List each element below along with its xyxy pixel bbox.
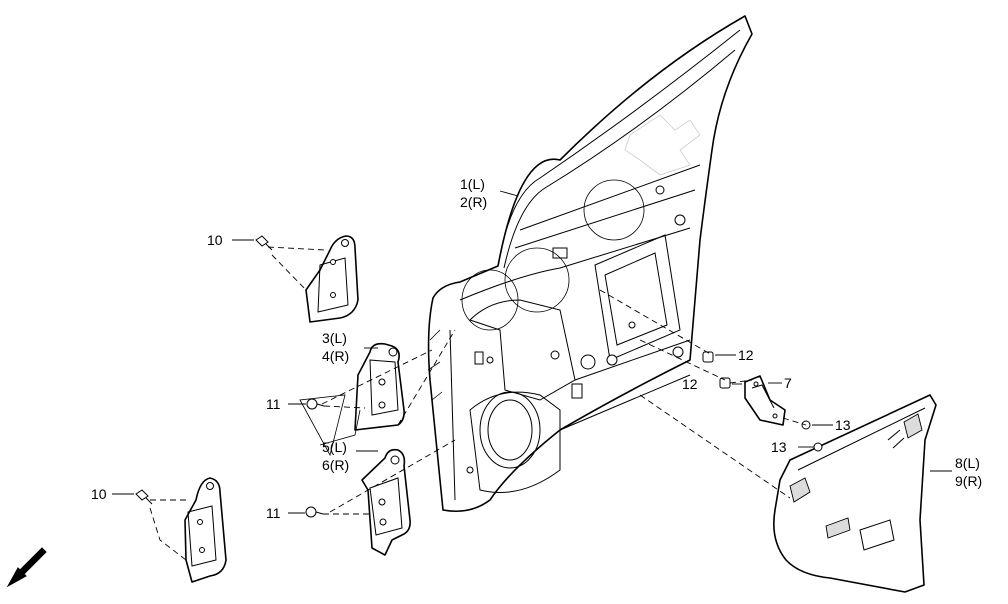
bolt-10-upper: [255, 235, 273, 251]
callout-12-lower: 12: [682, 376, 698, 392]
leader-lines: [112, 190, 952, 514]
bolt-10-lower: [135, 489, 153, 505]
callout-3L: 3(L): [322, 330, 347, 346]
callout-10-lower: 10: [91, 486, 107, 502]
callout-13-lower: 13: [771, 439, 787, 455]
bolt-11-upper: [306, 398, 325, 410]
callout-labels: 10 10 11 11 3(L) 4(R) 5(L) 6(R) 1(L) 2(R…: [91, 176, 982, 521]
callout-6R: 6(R): [322, 457, 349, 473]
callout-11-upper: 11: [266, 396, 281, 412]
alignment-triangles: [299, 394, 361, 457]
callout-13-upper: 13: [835, 417, 851, 433]
callout-8L: 8(L): [955, 455, 980, 471]
screw-13-lower: [813, 442, 823, 452]
callout-7: 7: [784, 375, 792, 391]
upper-hinge: [354, 342, 405, 431]
clip-12-upper: [702, 351, 714, 363]
bolt-11-lower: [305, 506, 324, 518]
body-hinge-lower: [184, 477, 227, 583]
body-hinge-upper: [305, 235, 359, 323]
callout-10-upper: 10: [207, 232, 223, 248]
door-panel: [427, 15, 753, 513]
trim-panel: [773, 394, 937, 593]
callout-9R: 9(R): [955, 473, 982, 489]
lower-hinge: [361, 448, 411, 556]
clip-12-lower: [719, 377, 731, 389]
bracket: [744, 375, 786, 426]
front-direction-arrow: [6, 547, 47, 588]
callout-4R: 4(R): [322, 348, 349, 364]
callout-5L: 5(L): [322, 439, 347, 455]
callout-12-upper: 12: [738, 347, 754, 363]
callout-2R: 2(R): [460, 194, 487, 210]
assembly-lines: [149, 246, 807, 561]
callout-11-lower: 11: [266, 505, 281, 521]
callout-1L: 1(L): [460, 176, 485, 192]
